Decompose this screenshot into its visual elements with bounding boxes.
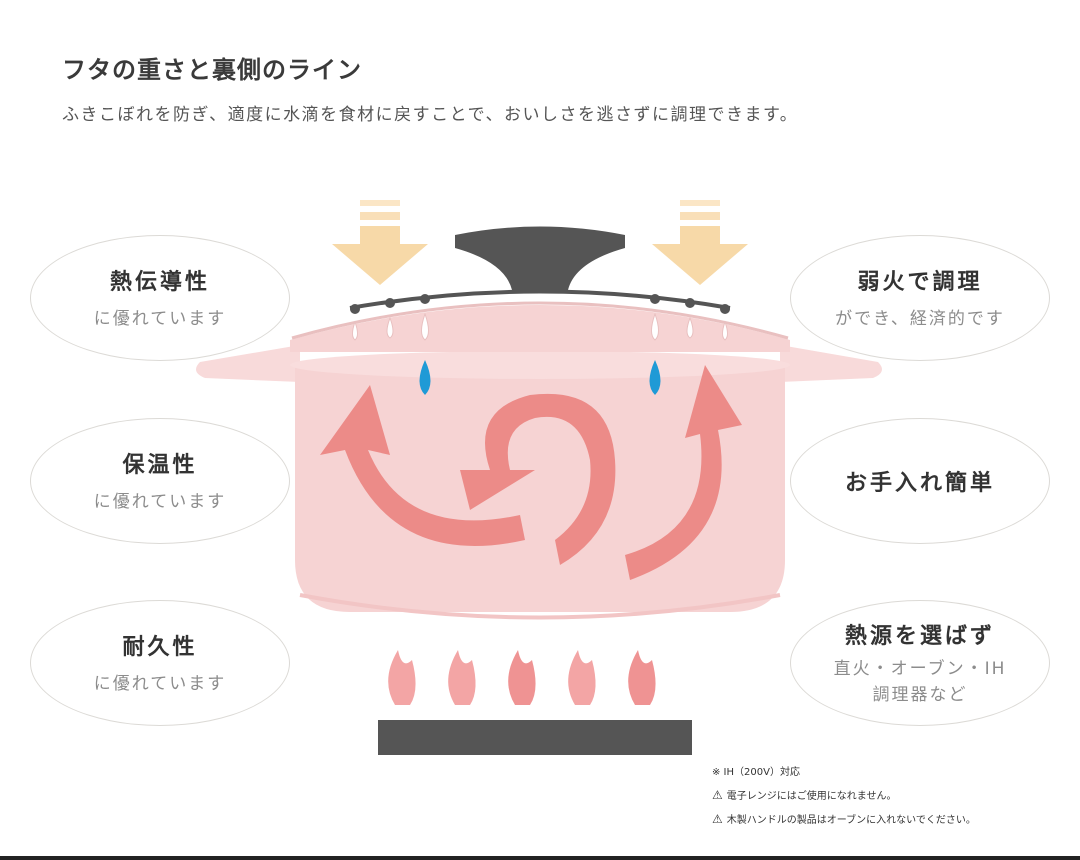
pot-handle-right <box>780 345 882 382</box>
feature-desc-line2: 調理器など <box>872 685 968 705</box>
feature-title: 弱火で調理 <box>857 270 983 295</box>
lid-knob <box>455 226 625 290</box>
gas-flame-icon <box>388 650 656 705</box>
condensation-drops <box>352 312 728 341</box>
feature-title: 熱源を選ばず <box>844 624 995 649</box>
feature-desc: に優れています <box>93 674 227 694</box>
warning-icon: ⚠ <box>712 812 723 826</box>
note-microwave: ⚠電子レンジにはご使用になれません。 <box>712 784 976 808</box>
note-oven: ⚠木製ハンドルの製品はオーブンに入れないでください。 <box>712 808 976 832</box>
feature-durability: 耐久性 に優れています <box>30 600 290 726</box>
burner-plate <box>378 720 692 755</box>
feature-title: お手入れ簡単 <box>844 471 995 496</box>
feature-title: 保温性 <box>122 453 198 478</box>
note-text: ※ IH（200V）対応 <box>712 767 800 778</box>
feature-easy-care: お手入れ簡単 <box>790 418 1050 544</box>
water-drop-icon <box>419 360 661 395</box>
pressure-arrow-left-icon <box>332 200 428 285</box>
feature-any-heat-source: 熱源を選ばず 直火・オーブン・IH 調理器など <box>790 600 1050 726</box>
pot-handle-left <box>196 345 300 382</box>
usage-notes: ※ IH（200V）対応 ⚠電子レンジにはご使用になれません。 ⚠木製ハンドルの… <box>712 762 976 832</box>
note-text: 電子レンジにはご使用になれません。 <box>726 791 897 802</box>
feature-desc: に優れています <box>93 309 227 329</box>
feature-desc-line1: 直火・オーブン・IH <box>833 659 1007 679</box>
pressure-arrow-right-icon <box>652 200 748 285</box>
feature-heat-conduction: 熱伝導性 に優れています <box>30 235 290 361</box>
feature-low-heat: 弱火で調理 ができ、経済的です <box>790 235 1050 361</box>
feature-heat-retention: 保温性 に優れています <box>30 418 290 544</box>
feature-title: 耐久性 <box>122 635 198 660</box>
page-subtitle: ふきこぼれを防ぎ、適度に水滴を食材に戻すことで、おいしさを逃さずに調理できます。 <box>62 105 799 125</box>
page-title: フタの重さと裏側のライン <box>62 56 362 84</box>
feature-title: 熱伝導性 <box>109 270 210 295</box>
warning-icon: ⚠ <box>712 788 723 802</box>
bottom-border <box>0 856 1080 860</box>
note-ih: ※ IH（200V）対応 <box>712 762 976 784</box>
feature-desc: 直火・オーブン・IH 調理器など <box>834 656 1007 708</box>
convection-arrows <box>320 365 742 580</box>
feature-desc: ができ、経済的です <box>835 309 1005 329</box>
note-text: 木製ハンドルの製品はオーブンに入れないでください。 <box>726 815 976 826</box>
pot-lid <box>290 289 790 352</box>
feature-desc: に優れています <box>93 492 227 512</box>
